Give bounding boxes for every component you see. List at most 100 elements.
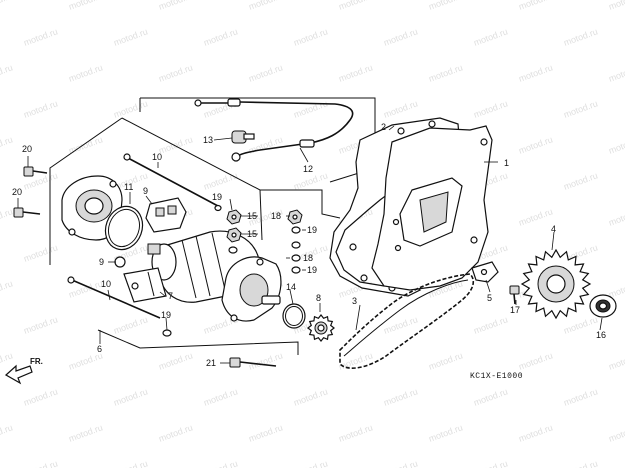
callout-3: 3 (352, 296, 357, 306)
watermark-text: motod.ru (517, 134, 554, 156)
watermark-text: motod.ru (22, 98, 59, 120)
callout-2: 2 (381, 122, 386, 132)
watermark-text: motod.ru (607, 0, 625, 12)
watermark-text: motod.ru (517, 0, 554, 12)
starter-driven-sprocket (520, 248, 592, 320)
watermark-text: motod.ru (427, 350, 464, 372)
chain-guide (471, 261, 499, 283)
watermark-text: motod.ru (382, 314, 419, 336)
callout-9-top: 9 (143, 186, 148, 196)
gasket-plate (371, 125, 493, 291)
watermark-text: motod.ru (292, 386, 329, 408)
terminal-bolt (231, 130, 255, 144)
watermark-text: motod.ru (157, 350, 194, 372)
watermark-text: motod.ru (472, 98, 509, 120)
watermark-text: motod.ru (0, 422, 14, 444)
callout-15-a: 15 (247, 211, 257, 221)
watermark-text: motod.ru (517, 206, 554, 228)
nuts-and-washers (162, 204, 303, 337)
watermark-text: motod.ru (562, 386, 599, 408)
watermark-text: motod.ru (22, 26, 59, 48)
watermark-text: motod.ru (427, 62, 464, 84)
group-outline-starter (49, 117, 341, 355)
watermark-text: motod.ru (247, 62, 284, 84)
o-ring-large (104, 205, 144, 251)
callout-12: 12 (303, 164, 313, 174)
watermark-text: motod.ru (472, 458, 509, 468)
watermark-text: motod.ru (112, 98, 149, 120)
callouts: 1 2 3 4 5 6 7 8 9 9 10 10 11 12 13 14 15… (12, 122, 606, 368)
callout-19-b: 19 (307, 225, 317, 235)
watermark-text: motod.ru (607, 350, 625, 372)
watermark-text: motod.ru (382, 386, 419, 408)
callout-8: 8 (316, 293, 321, 303)
watermark-text: motod.ru (562, 98, 599, 120)
callout-20-b: 20 (12, 187, 22, 197)
starter-front-cover (221, 256, 282, 322)
callout-19-c: 19 (307, 265, 317, 275)
watermark-text: motod.ru (202, 386, 239, 408)
watermark-text: motod.ru (337, 62, 374, 84)
watermark-text: motod.ru (0, 206, 14, 228)
watermark-text: motod.ru (247, 350, 284, 372)
direction-label: FR. (30, 357, 43, 366)
watermark-text: motod.ru (0, 350, 14, 372)
callout-13: 13 (203, 135, 213, 145)
watermark-text: motod.ru (0, 134, 14, 156)
drive-chain (339, 273, 475, 369)
watermark-text: motod.ru (157, 62, 194, 84)
watermark-text: motod.ru (337, 0, 374, 12)
mounting-bolt (229, 357, 277, 368)
callout-10-bottom: 10 (101, 279, 111, 289)
watermark-text: motod.ru (247, 0, 284, 12)
watermark-text: motod.ru (247, 422, 284, 444)
watermark-text: motod.ru (562, 26, 599, 48)
callout-16: 16 (596, 330, 606, 340)
watermark-text: motod.ru (562, 170, 599, 192)
watermark-text: motod.ru (382, 98, 419, 120)
watermark-text: motod.ru (472, 314, 509, 336)
watermark-text: motod.ru (0, 0, 14, 12)
diagram-code: KC1X-E1000 (470, 372, 523, 381)
o-ring-small (282, 303, 306, 329)
watermark-text: motod.ru (0, 278, 14, 300)
watermark-text: motod.ru (607, 134, 625, 156)
callout-20-a: 20 (22, 144, 32, 154)
leader-lines (17, 125, 603, 364)
watermark-text: motod.ru (202, 170, 239, 192)
watermark-text: motod.ru (562, 314, 599, 336)
watermark-text: motod.ru (292, 458, 329, 468)
watermark-text: motod.ru (67, 0, 104, 12)
callout-18-a: 18 (271, 211, 281, 221)
through-bolts (67, 153, 219, 319)
watermark-text: motod.ru (292, 26, 329, 48)
watermark-text: motod.ru (517, 62, 554, 84)
callout-1: 1 (504, 158, 509, 168)
callout-14: 14 (286, 282, 296, 292)
watermark-text: motod.ru (382, 26, 419, 48)
callout-17: 17 (510, 305, 520, 315)
watermark-text: motod.ru (0, 62, 14, 84)
watermark-text: motod.ru (607, 422, 625, 444)
callout-6: 6 (97, 344, 102, 354)
watermark-text: motod.ru (22, 242, 59, 264)
armature-assembly (123, 267, 167, 303)
watermark-text: motod.ru (67, 62, 104, 84)
watermark-text: motod.ru (157, 422, 194, 444)
callout-15-b: 15 (247, 229, 257, 239)
watermark-text: motod.ru (22, 314, 59, 336)
watermark-text: motod.ru (67, 422, 104, 444)
watermark-text: motod.ru (22, 458, 59, 468)
callout-19-a: 19 (212, 192, 222, 202)
callout-18-b: 18 (303, 253, 313, 263)
callout-19-d: 19 (161, 310, 171, 320)
watermark-text: motod.ru (112, 386, 149, 408)
watermark-text: motod.ru (427, 422, 464, 444)
watermark-text: motod.ru (607, 206, 625, 228)
watermark-text: motod.ru (292, 98, 329, 120)
callout-9-left: 9 (99, 257, 104, 267)
watermark-text: motod.ru (202, 458, 239, 468)
direction-arrow: FR. (4, 357, 43, 385)
watermark-text: motod.ru (517, 422, 554, 444)
